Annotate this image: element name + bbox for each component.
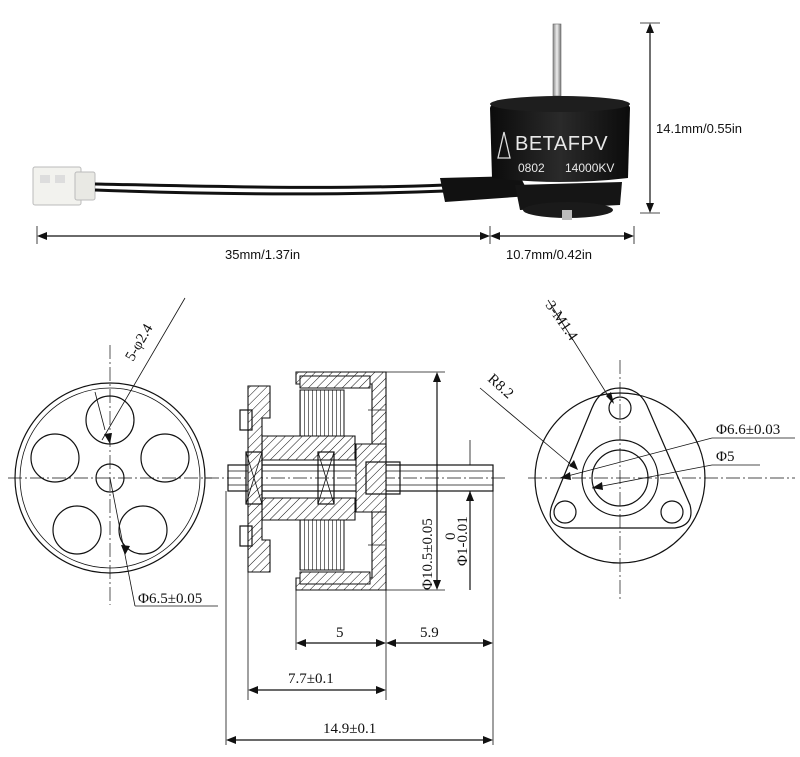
len-14-9-label: 14.9±0.1	[323, 721, 376, 737]
motor-cable	[94, 182, 471, 190]
mount-screws-label: 3-M1.4	[542, 298, 581, 344]
cable-length-label: 35mm/1.37in	[225, 247, 300, 262]
shaft-dia-label: Φ1-0.01	[455, 516, 471, 566]
betafpv-logo-icon	[497, 131, 511, 159]
mount-bottom-view: 3-M1.4 R8.2 Φ6.6±0.03 Φ5	[479, 298, 795, 600]
holes-label: 5-φ2.4	[123, 321, 157, 364]
len-7-7-label: 7.7±0.1	[288, 671, 334, 687]
bell-dia-label: Φ10.5±0.05	[420, 518, 436, 590]
radius-label: R8.2	[484, 371, 516, 402]
len-5-9-label: 5.9	[420, 625, 439, 641]
motor-width-label: 10.7mm/0.42in	[506, 247, 592, 262]
motor-bell	[490, 96, 630, 182]
len-5-label: 5	[336, 625, 344, 641]
motor-cross-section: Φ10.5±0.05 Φ1-0.01 0 5 5.9 7.7±0.1 14.9±…	[205, 371, 505, 745]
motor-brand: BETAFPV	[515, 133, 608, 155]
bell-top-view: 5-φ2.4 Φ6.5±0.05	[8, 297, 218, 607]
mount-circle-label: Φ6.6±0.03	[716, 422, 780, 438]
center-hole-label: Φ5	[716, 449, 734, 465]
height-dimension: 14.1mm/0.55in	[640, 22, 742, 214]
circle-dia-label: Φ6.5±0.05	[138, 591, 202, 607]
motor-photo: BETAFPV 0802 14000KV	[32, 23, 630, 220]
motor-shaft	[552, 23, 562, 97]
jst-connector	[32, 166, 96, 206]
height-label: 14.1mm/0.55in	[656, 121, 742, 136]
motor-kv: 14000KV	[565, 161, 614, 175]
motor-model: 0802	[518, 161, 545, 175]
length-dimensions: 35mm/1.37in 10.7mm/0.42in	[36, 226, 635, 262]
shaft-tol-label: 0	[443, 533, 459, 541]
